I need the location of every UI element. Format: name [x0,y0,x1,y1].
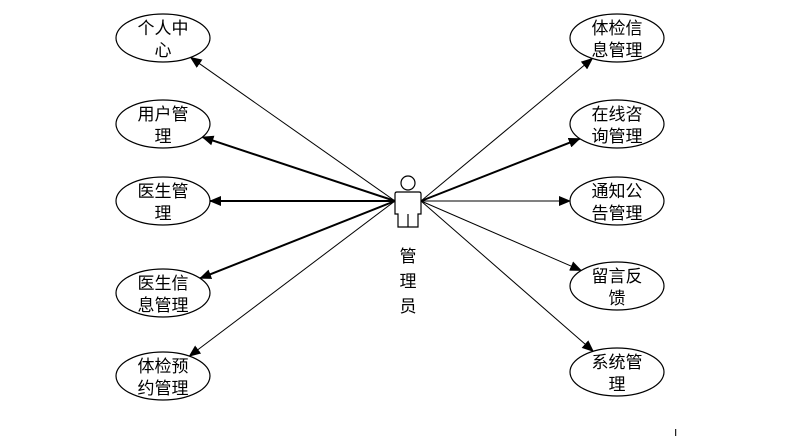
use-case-label: 医生信 [138,274,189,294]
use-case-label: 系统管 [592,353,643,373]
association-arrow [420,57,594,202]
association-arrow [420,137,581,202]
actor-administrator [394,175,422,228]
text-cursor: ı [674,425,677,439]
actor-label-3: 员 [400,297,417,317]
actor-label-2: 理 [400,272,417,292]
use-case-ellipse [569,13,665,63]
use-case-label: 个人中 [138,19,189,39]
use-case-label: 理 [155,204,172,224]
use-case-label: 约管理 [138,379,189,399]
association-arrow [201,135,396,202]
use-case-label: 询管理 [592,127,643,147]
use-case-label: 通知公 [592,182,643,202]
actor-label-1: 管 [400,247,417,267]
use-case-ellipse [569,347,665,397]
actor-body [394,191,422,228]
association-arrow [420,200,583,271]
use-case-label: 理 [609,375,626,395]
use-case-ellipse [569,261,665,311]
use-case-label: 心 [155,41,172,61]
use-case-label: 体检信 [592,19,643,39]
use-case-ellipse [115,268,211,318]
use-case-ellipse [569,99,665,149]
use-case-ellipse [115,176,211,226]
use-case-label: 用户管 [138,105,189,125]
use-case-ellipse [115,351,211,401]
use-case-label: 体检预 [138,357,189,377]
association-arrow [189,56,396,202]
use-case-label: 留言反 [592,267,643,287]
use-case-ellipse [115,99,211,149]
association-arrow [420,200,595,352]
association-arrow [188,200,396,357]
use-case-label: 在线咨 [592,105,643,125]
use-case-label: 医生管 [138,182,189,202]
use-case-label: 息管理 [138,296,189,316]
actor-head [400,175,416,191]
use-case-label: 息管理 [592,41,643,61]
use-case-label: 馈 [609,289,626,309]
use-case-label: 理 [155,127,172,147]
use-case-ellipse [569,176,665,226]
association-arrow [199,200,396,280]
use-case-ellipse [115,13,211,63]
use-case-label: 告管理 [592,204,643,224]
